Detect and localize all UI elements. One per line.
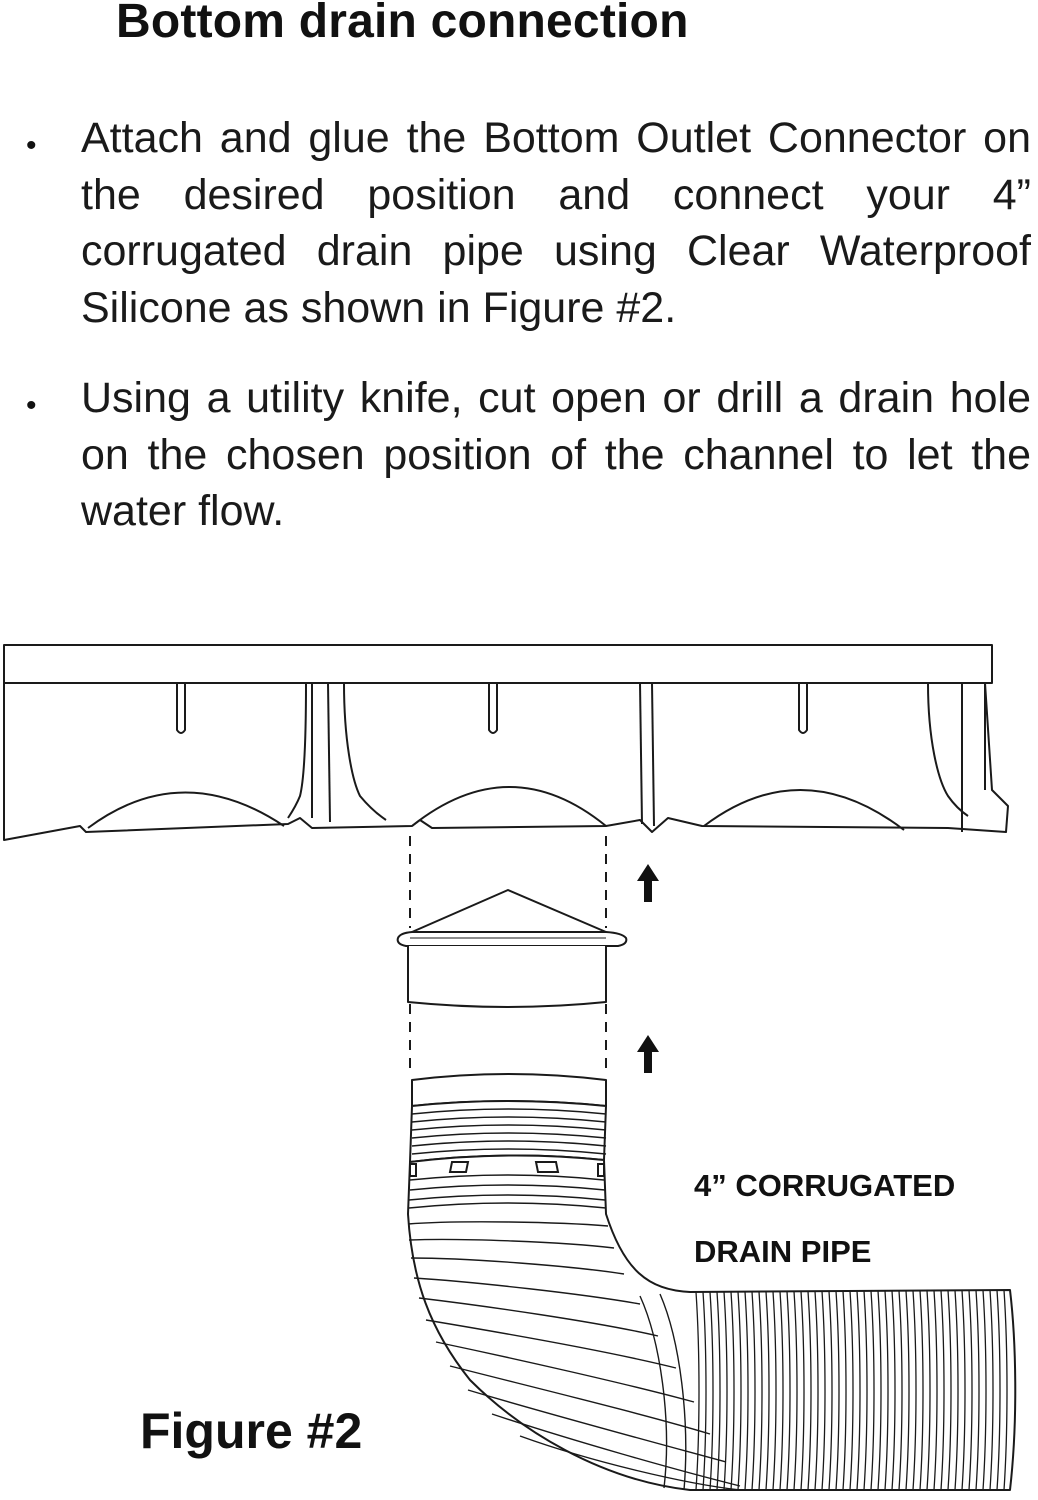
instruction-text: Attach and glue the Bottom Outlet Connec… <box>81 114 1031 332</box>
page-title: Bottom drain connection <box>116 0 689 48</box>
pipe-rib <box>751 1291 756 1491</box>
pipe-rib <box>765 1291 770 1491</box>
pipe-label-line2: DRAIN PIPE <box>694 1234 871 1269</box>
channel-dome <box>411 786 607 827</box>
instruction-item: • Attach and glue the Bottom Outlet Conn… <box>0 110 1038 336</box>
pipe-rib <box>772 1291 777 1491</box>
pipe-rib <box>1003 1289 1008 1491</box>
pipe-rib <box>961 1290 966 1491</box>
pipe-rib <box>975 1290 980 1491</box>
pipe-pleats <box>408 1108 607 1209</box>
channel-body <box>3 682 1009 841</box>
up-arrow-icon <box>637 864 659 902</box>
channel-rib <box>287 682 307 819</box>
pipe-rib <box>912 1290 917 1491</box>
channel-rib <box>343 682 387 821</box>
pipe-rib <box>800 1291 805 1491</box>
bullet-dot: • <box>26 389 37 422</box>
pipe-rib <box>709 1291 714 1491</box>
pipe-rib <box>842 1291 847 1491</box>
channel-dome <box>87 791 285 829</box>
pipe-rib <box>716 1291 721 1491</box>
pipe-tabs <box>409 1161 605 1177</box>
pipe-rib <box>814 1291 819 1491</box>
pipe-rib <box>982 1290 987 1491</box>
pipe-rib <box>989 1290 994 1491</box>
bullet-dot: • <box>26 129 37 162</box>
pipe-rib <box>723 1291 728 1491</box>
instruction-item: • Using a utility knife, cut open or dri… <box>0 370 1038 540</box>
pipe-label-line1: 4” CORRUGATED <box>694 1168 955 1203</box>
pipe-rib <box>821 1291 826 1491</box>
pipe-rib <box>870 1290 875 1491</box>
channel-rib <box>651 682 655 827</box>
pipe-rib <box>954 1290 959 1491</box>
channel-slot <box>798 683 808 734</box>
pipe-rib <box>779 1291 784 1491</box>
instruction-text: Using a utility knife, cut open or drill… <box>81 374 1031 535</box>
pipe-rib <box>996 1290 1001 1491</box>
straight-corrugations <box>695 1289 1008 1491</box>
channel-dome <box>703 789 905 831</box>
pipe-rib <box>940 1290 945 1491</box>
pipe-rib <box>933 1290 938 1491</box>
pipe-rib <box>786 1291 791 1491</box>
pipe-rib <box>898 1290 903 1491</box>
pipe-rib <box>884 1290 889 1491</box>
pipe-rib <box>947 1290 952 1491</box>
pipe-rib <box>856 1290 861 1491</box>
pipe-rib <box>877 1290 882 1491</box>
instruction-list: • Attach and glue the Bottom Outlet Conn… <box>0 110 1038 574</box>
channel-drain <box>3 644 1009 841</box>
channel-grate-top <box>3 644 993 684</box>
corrugated-drain-pipe <box>407 1073 1017 1491</box>
pipe-rib <box>849 1290 854 1491</box>
channel-slot <box>488 683 498 734</box>
pipe-rib <box>807 1291 812 1491</box>
pipe-rib <box>905 1290 910 1491</box>
channel-slot <box>176 683 186 734</box>
up-arrow-icon <box>637 1035 659 1073</box>
pipe-rib <box>835 1291 840 1491</box>
pipe-rib <box>926 1290 931 1491</box>
figure-caption: Figure #2 <box>140 1403 362 1459</box>
pipe-rib <box>919 1290 924 1491</box>
pipe-rib <box>730 1291 735 1491</box>
elbow-corrugations <box>407 1221 741 1491</box>
alignment-guides <box>409 836 607 1074</box>
pipe-rib <box>744 1291 749 1491</box>
channel-rib <box>639 682 643 825</box>
pipe-rib <box>793 1291 798 1491</box>
bottom-outlet-connector <box>396 889 628 1008</box>
pipe-rib <box>891 1290 896 1491</box>
pipe-rib <box>828 1291 833 1491</box>
pipe-rib <box>695 1291 700 1491</box>
channel-rib <box>327 682 331 823</box>
pipe-rib <box>968 1290 973 1491</box>
pipe-rib <box>758 1291 763 1491</box>
pipe-rib <box>737 1291 742 1491</box>
pipe-rib <box>863 1290 868 1491</box>
pipe-rib <box>702 1291 707 1491</box>
